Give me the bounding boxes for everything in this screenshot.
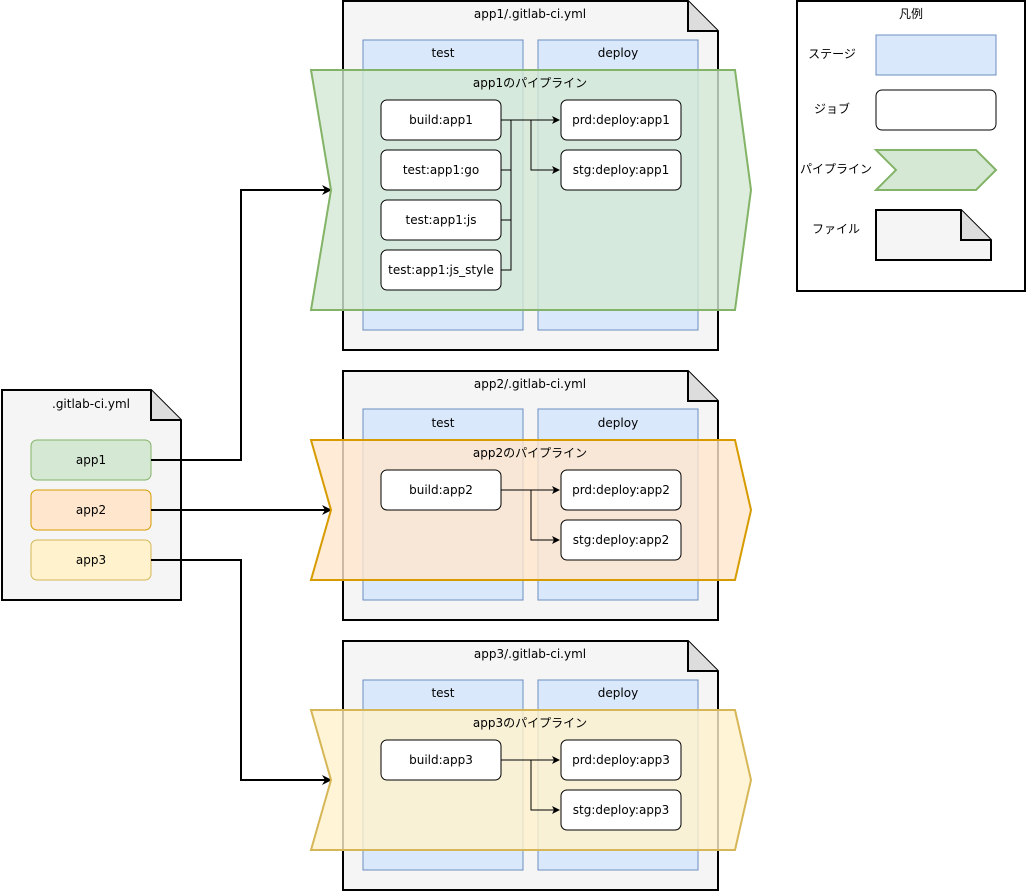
- app1-pipeline-label: app1のパイプライン: [473, 76, 587, 90]
- app2-stage-deploy-label: deploy: [598, 416, 638, 430]
- app3-file-fold: [687, 641, 718, 672]
- legend-pipeline-swatch: [873, 149, 998, 191]
- job-prd-deploy-app1-label: prd:deploy:app1: [572, 113, 670, 127]
- legend-label-stage: ステージ: [808, 47, 856, 61]
- legend-job-swatch: [875, 89, 997, 131]
- job-prd-deploy-app2[interactable]: [560, 469, 682, 511]
- app2-file-title: app2/.gitlab-ci.yml: [474, 377, 586, 391]
- connector-app1: [151, 185, 332, 461]
- legend-stage-swatch: [875, 34, 997, 76]
- job-prd-deploy-app3[interactable]: [560, 739, 682, 781]
- app1-file-fold: [687, 1, 718, 32]
- app2-file-fold: [687, 371, 718, 402]
- job-test-app1-js-label: test:app1:js: [406, 213, 477, 227]
- root-item-app3-label: app3: [76, 553, 106, 567]
- app1-job-link: [530, 120, 560, 174]
- job-prd-deploy-app3-label: prd:deploy:app3: [572, 753, 670, 767]
- legend-label-job: ジョブ: [814, 101, 850, 116]
- job-stg-deploy-app2-label: stg:deploy:app2: [573, 533, 669, 547]
- root-file-title: .gitlab-ci.yml: [52, 397, 130, 411]
- app2-file: app2/.gitlab-ci.yml test deploy app2のパイプ…: [309, 370, 753, 621]
- root-file-fold: [150, 390, 181, 421]
- root-file: .gitlab-ci.yml app1 app2 app3: [1, 389, 182, 601]
- job-prd-deploy-app2-label: prd:deploy:app2: [572, 483, 670, 497]
- job-test-app1-go-label: test:app1:go: [403, 163, 479, 177]
- app2-pipeline-label: app2のパイプライン: [473, 446, 587, 460]
- job-stg-deploy-app1-label: stg:deploy:app1: [573, 163, 669, 177]
- app1-pipeline: [309, 69, 753, 311]
- job-stg-deploy-app2[interactable]: [560, 519, 682, 561]
- job-test-app1-go[interactable]: [380, 149, 502, 191]
- app1-file-title: app1/.gitlab-ci.yml: [474, 7, 586, 21]
- root-connectors: [151, 185, 332, 785]
- legend-file-fold: [960, 210, 991, 241]
- job-prd-deploy-app1[interactable]: [560, 99, 682, 141]
- app1-stage-test-label: test: [431, 46, 454, 60]
- job-build-app3[interactable]: [380, 739, 502, 781]
- job-build-app3-label: build:app3: [409, 753, 473, 767]
- app3-file-title: app3/.gitlab-ci.yml: [474, 647, 586, 661]
- legend-label-pipeline: パイプライン: [800, 162, 872, 176]
- root-item-app2-label: app2: [76, 503, 106, 517]
- job-build-app1-label: build:app1: [409, 113, 473, 127]
- job-test-app1-js-style[interactable]: [380, 249, 502, 291]
- app1-stage-deploy-label: deploy: [598, 46, 638, 60]
- job-stg-deploy-app3[interactable]: [560, 789, 682, 831]
- app3-job-link: [530, 760, 560, 814]
- app2-job-link: [530, 490, 560, 544]
- legend: 凡例 ステージ ジョブ パイプライン ファイル: [796, 0, 1026, 292]
- app3-stage-deploy-label: deploy: [598, 686, 638, 700]
- job-build-app2-label: build:app2: [409, 483, 473, 497]
- job-test-app1-js-style-label: test:app1:js_style: [388, 263, 494, 277]
- app2-stage-test-label: test: [431, 416, 454, 430]
- job-stg-deploy-app3-label: stg:deploy:app3: [573, 803, 669, 817]
- legend-label-file: ファイル: [812, 222, 860, 236]
- root-item-app1-label: app1: [76, 453, 106, 467]
- app1-file: app1/.gitlab-ci.yml test deploy app1のパイプ…: [309, 0, 753, 351]
- job-test-app1-js[interactable]: [380, 199, 502, 241]
- job-stg-deploy-app1[interactable]: [560, 149, 682, 191]
- app3-file: app3/.gitlab-ci.yml test deploy app3のパイプ…: [309, 640, 753, 891]
- legend-title: 凡例: [899, 7, 923, 21]
- app3-pipeline-label: app3のパイプライン: [473, 716, 587, 730]
- app3-stage-test-label: test: [431, 686, 454, 700]
- connector-app3: [151, 559, 332, 785]
- job-build-app2[interactable]: [380, 469, 502, 511]
- job-build-app1[interactable]: [380, 99, 502, 141]
